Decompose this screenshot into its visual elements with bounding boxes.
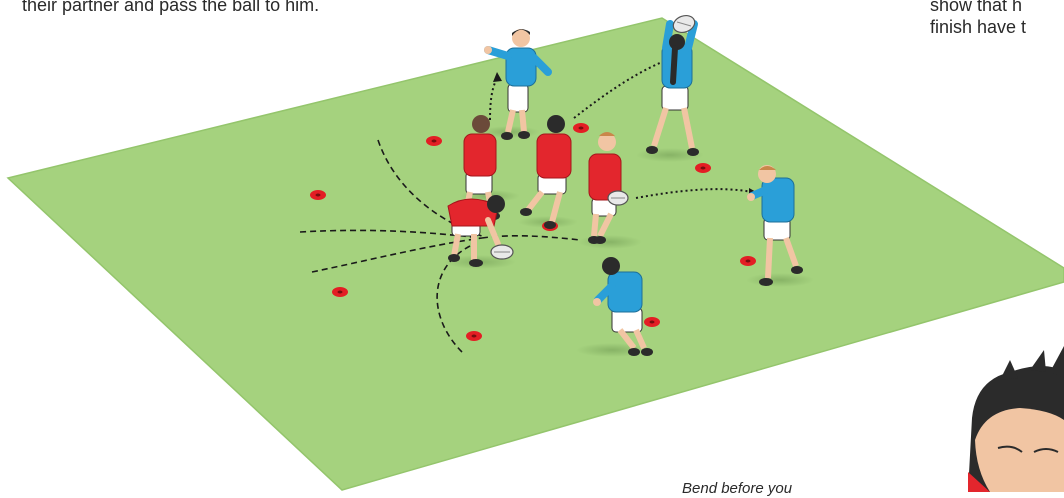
- cone: [644, 317, 660, 327]
- cone: [310, 190, 326, 200]
- cone: [466, 331, 482, 341]
- rugby-ball-passer: [608, 191, 628, 205]
- player-closeup-illustration: [968, 346, 1064, 492]
- cone: [573, 123, 589, 133]
- cone: [740, 256, 756, 266]
- pitch: [8, 18, 1064, 490]
- rugby-ball-ground: [491, 245, 513, 259]
- cone: [426, 136, 442, 146]
- cone: [332, 287, 348, 297]
- cone: [695, 163, 711, 173]
